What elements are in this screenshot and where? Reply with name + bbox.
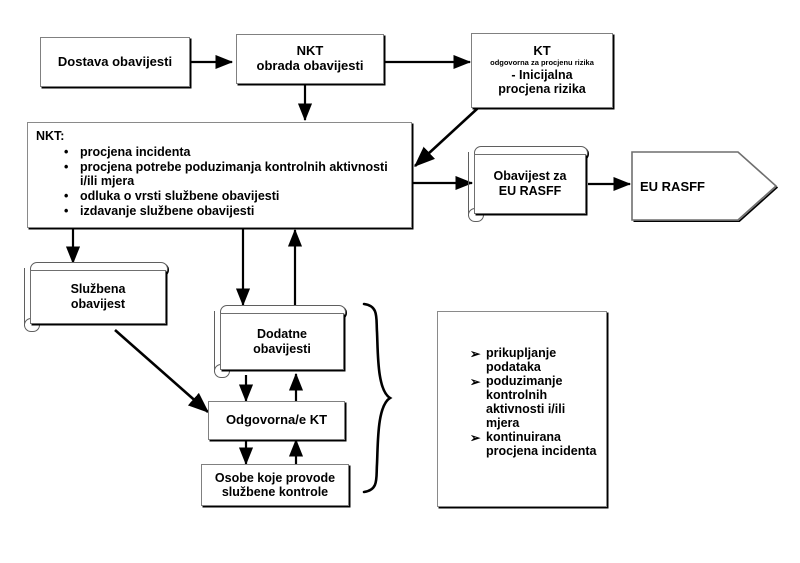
node-obavijest-rasff-body: Obavijest za EU RASFF (474, 154, 586, 214)
node-dodatne-obavijesti[interactable]: Dodatne obavijesti (214, 305, 346, 378)
node-obavijest-za-eu-rasff[interactable]: Obavijest za EU RASFF (468, 146, 588, 222)
node-kt-line2: odgovorna za procjenu rizika (490, 58, 594, 68)
node-nkt-obrada-line2: obrada obavijesti (256, 58, 364, 73)
bullet-icon: • (64, 204, 69, 218)
node-sluzbena-obavijest[interactable]: Službena obavijest (24, 262, 168, 332)
node-eu-rasff-label-wrap: EU RASFF (640, 150, 735, 222)
node-obavijest-rasff-line1: Obavijest za (493, 169, 567, 184)
node-aktivnosti-box[interactable]: ➢ prikupljanje podataka ➢ poduzimanje ko… (437, 311, 607, 507)
node-sluzbena-line1: Službena (70, 282, 126, 297)
list-item-label: poduzimanje kontrolnih aktivnosti i/ili … (486, 374, 566, 430)
arrow-bullet-icon: ➢ (470, 431, 481, 445)
node-osobe-line2: službene kontrole (221, 485, 329, 499)
node-kt-line1: KT (533, 43, 551, 59)
list-item-label: izdavanje službene obavijesti (80, 204, 255, 218)
list-item-label: procjena incidenta (80, 145, 191, 159)
pentagon-shape-icon (631, 151, 779, 223)
node-nkt-main-list: • procjena incidenta • procjena potrebe … (36, 145, 403, 218)
bullet-icon: • (64, 160, 69, 174)
scroll-left-edge (24, 268, 32, 326)
node-dostava-obavijesti-label: Dostava obavijesti (57, 53, 173, 69)
arrow-bullet-icon: ➢ (470, 375, 481, 389)
list-item: • procjena potrebe poduzimanja kontrolni… (62, 160, 403, 188)
node-sluzbena-obavijest-body: Službena obavijest (30, 270, 166, 324)
list-item: • izdavanje službene obavijesti (62, 204, 403, 218)
list-item: ➢ prikupljanje podataka (468, 346, 598, 374)
node-osobe-kontrole[interactable]: Osobe koje provode službene kontrole (201, 464, 349, 506)
list-item-label: odluka o vrsti službene obavijesti (80, 189, 280, 203)
node-kt-procjena-rizika[interactable]: KT odgovorna za procjenu rizika - Inicij… (471, 33, 613, 108)
node-kt-line4: procjena rizika (498, 82, 586, 97)
node-odgovorna-kt[interactable]: Odgovorna/e KT (208, 401, 345, 440)
node-dodatne-line2: obavijesti (253, 341, 311, 356)
node-aktivnosti-list: ➢ prikupljanje podataka ➢ poduzimanje ko… (446, 346, 598, 458)
node-nkt-obrada-obavijesti[interactable]: NKT obrada obavijesti (236, 34, 384, 84)
arrow-bullet-icon: ➢ (470, 347, 481, 361)
node-dodatne-line1: Dodatne (257, 326, 307, 341)
node-obavijest-rasff-line2: EU RASFF (498, 184, 562, 198)
scroll-left-edge (214, 311, 222, 372)
list-item-label: kontinuirana procjena incidenta (486, 430, 597, 458)
list-item: • odluka o vrsti službene obavijesti (62, 189, 403, 203)
node-osobe-line1: Osobe koje provode (214, 470, 336, 485)
node-dostava-obavijesti[interactable]: Dostava obavijesti (40, 37, 190, 87)
node-eu-rasff[interactable]: EU RASFF (630, 150, 779, 223)
bullet-icon: • (64, 189, 69, 203)
node-nkt-main[interactable]: NKT: • procjena incidenta • procjena pot… (27, 122, 412, 228)
node-eu-rasff-label: EU RASFF (640, 178, 705, 194)
list-item-label: prikupljanje podataka (486, 346, 557, 374)
bullet-icon: • (64, 145, 69, 159)
list-item: ➢ poduzimanje kontrolnih aktivnosti i/il… (468, 374, 598, 430)
list-item-label: procjena potrebe poduzimanja kontrolnih … (80, 160, 388, 188)
node-sluzbena-line2: obavijest (70, 297, 126, 311)
list-item: ➢ kontinuirana procjena incidenta (468, 430, 598, 458)
node-odgovorna-kt-label: Odgovorna/e KT (225, 412, 328, 428)
node-nkt-main-heading: NKT: (36, 129, 65, 143)
node-dodatne-obavijesti-body: Dodatne obavijesti (220, 313, 344, 370)
curly-brace (362, 302, 393, 494)
edge-sluzbena-to-odgovorna-kt (114, 329, 209, 413)
list-item: • procjena incidenta (62, 145, 403, 159)
node-nkt-obrada-line1: NKT (296, 43, 324, 59)
scroll-left-edge (468, 152, 476, 216)
node-kt-line3: - Inicijalna (511, 67, 573, 82)
